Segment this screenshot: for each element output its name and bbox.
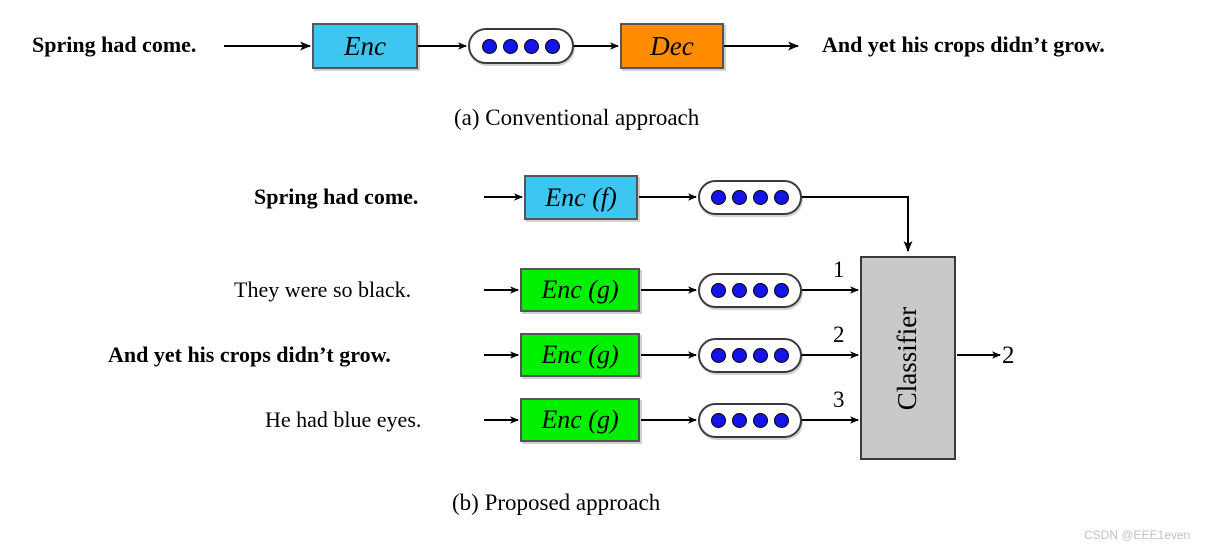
encoder-g-box-2[interactable]: Enc (g) [520,333,640,377]
latent-dot [774,283,789,298]
latent-dot [711,283,726,298]
latent-capsule-1 [698,273,802,308]
latent-dot [732,348,747,363]
panel-a-input-sentence: Spring had come. [32,32,197,57]
watermark: CSDN @EEE1even [1084,528,1191,542]
classifier-output-value: 2 [1002,342,1015,369]
latent-dot [753,348,768,363]
latent-capsule-a [468,28,574,64]
classifier-label: Classifier [892,306,923,410]
latent-dot [503,38,518,54]
latent-dot [774,190,789,205]
latent-dot [732,283,747,298]
encoder-g-box-3[interactable]: Enc (g) [520,398,640,442]
panel-a-output-sentence: And yet his crops didn’t grow. [822,32,1105,57]
latent-dot [753,190,768,205]
latent-dot [482,38,497,54]
latent-dot [545,38,560,54]
panel-b-candidate-sentence-2: And yet his crops didn’t grow. [108,342,391,367]
panel-a-caption: (a) Conventional approach [454,105,700,130]
panel-b-context-sentence: Spring had come. [254,184,419,209]
encoder-box-a[interactable]: Enc [312,23,418,69]
encoder-g-label-1: Enc (g) [541,275,619,304]
encoder-box-a-label: Enc [344,30,386,61]
latent-dot [753,283,768,298]
latent-dot [711,190,726,205]
encoder-g-box-1[interactable]: Enc (g) [520,268,640,312]
panel-b-candidate-sentence-1: They were so black. [234,277,412,302]
latent-dot [774,413,789,428]
panel-b-candidate-sentence-3: He had blue eyes. [265,407,422,432]
latent-dot [774,348,789,363]
classifier-input-index-3: 3 [833,387,845,412]
decoder-box-a-label: Dec [650,30,694,61]
classifier-input-index-1: 1 [833,257,845,282]
latent-dot [732,190,747,205]
encoder-g-label-3: Enc (g) [541,405,619,434]
latent-dot [524,38,539,54]
encoder-f-box[interactable]: Enc (f) [524,175,638,220]
latent-dot [711,413,726,428]
classifier-input-index-2: 2 [833,322,845,347]
latent-capsule-2 [698,338,802,373]
classifier-box[interactable]: Classifier [860,256,956,460]
latent-capsule-context [698,180,802,215]
latent-dot [753,413,768,428]
encoder-g-label-2: Enc (g) [541,340,619,369]
encoder-f-label: Enc (f) [545,182,617,212]
latent-dot [732,413,747,428]
latent-capsule-3 [698,403,802,438]
latent-dot [711,348,726,363]
decoder-box-a[interactable]: Dec [620,23,724,69]
panel-b-caption: (b) Proposed approach [452,490,661,515]
